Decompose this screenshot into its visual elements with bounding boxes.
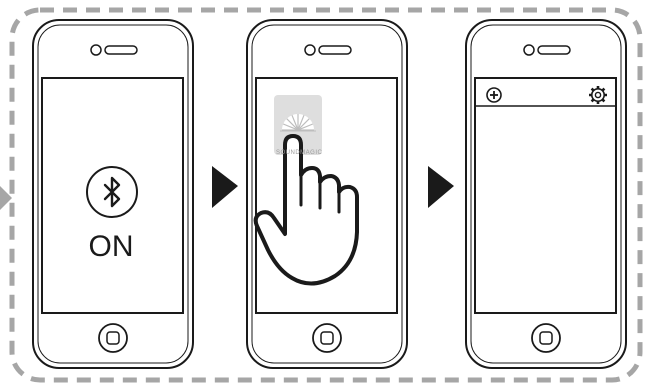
app-icon-label: SOUNDMAGIC	[276, 150, 320, 156]
phone-step-3	[466, 20, 626, 368]
phone-step-1	[33, 20, 193, 368]
gear-icon[interactable]	[589, 86, 607, 104]
phone-screen	[475, 78, 616, 313]
phone-step-2	[247, 20, 407, 368]
bluetooth-status-label: ON	[55, 232, 167, 262]
step-arrow-2	[428, 166, 454, 208]
step-arrow-1	[212, 166, 238, 208]
